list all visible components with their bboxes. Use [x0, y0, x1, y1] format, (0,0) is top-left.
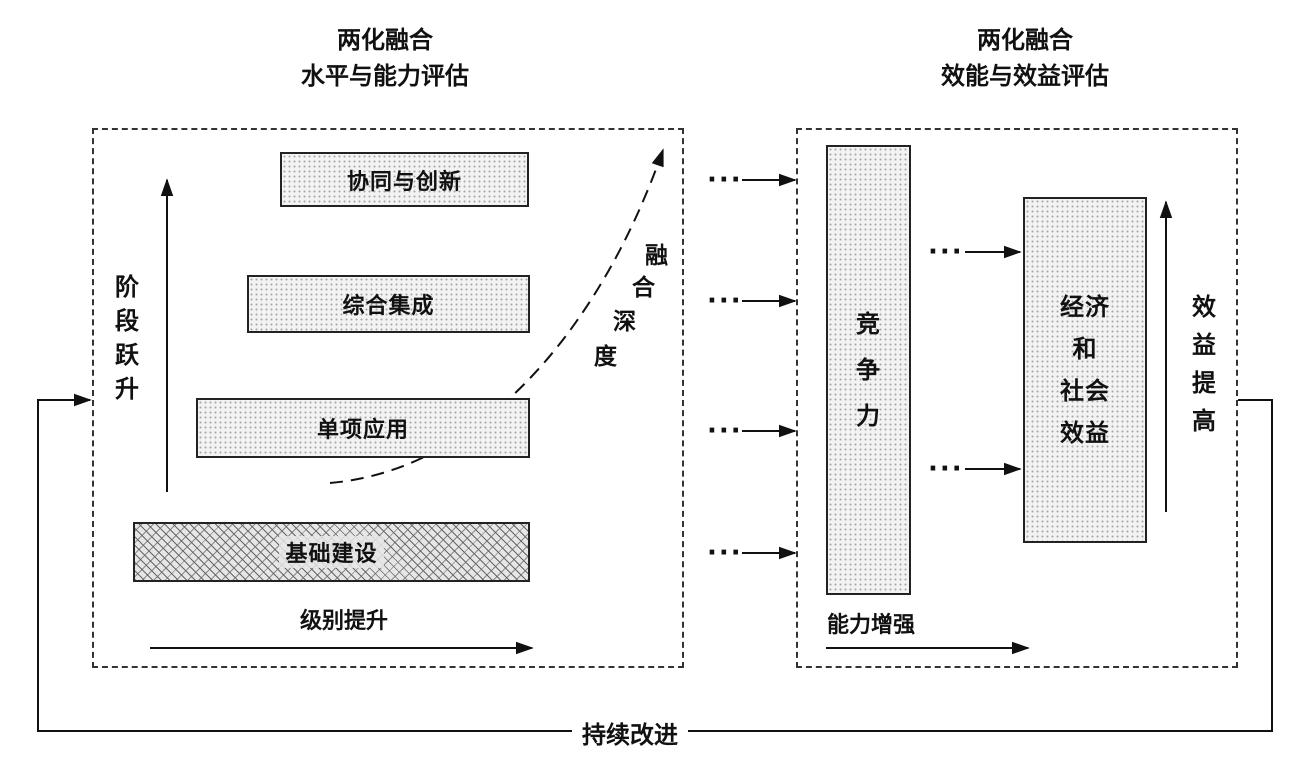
- competitiveness-char-3: 力: [856, 402, 881, 430]
- level-up-label: 级别提升: [300, 609, 389, 634]
- left-title-line2: 水平与能力评估: [301, 62, 469, 90]
- right-evaluation-box: [796, 128, 1238, 668]
- econ-social-line-4: 效益: [1060, 419, 1110, 447]
- benefit-up-label: 效 益 提 高: [1186, 288, 1222, 440]
- econ-social-line-2: 和: [1072, 335, 1098, 363]
- level-collab-innovation-label: 协同与创新: [346, 169, 462, 195]
- right-title-line2: 效能与效益评估: [941, 62, 1109, 90]
- benefit-up-char-4: 高: [1192, 407, 1216, 435]
- depth-char-1: 融: [645, 243, 668, 269]
- competitiveness-label: 竞 争 力: [856, 301, 881, 439]
- left-title: 两化融合 水平与能力评估: [240, 22, 530, 94]
- depth-char-2: 合: [632, 275, 655, 301]
- dots-6: ···: [928, 454, 964, 484]
- left-title-line1: 两化融合: [337, 26, 433, 54]
- depth-char-3: 深: [613, 309, 636, 335]
- competitiveness-char-2: 争: [856, 356, 881, 384]
- dots-1: ···: [707, 165, 743, 195]
- stage-leap-char-2: 段: [115, 307, 139, 335]
- stage-leap-char-3: 跃: [115, 341, 139, 369]
- level-foundation: 基础建设: [133, 522, 530, 582]
- benefit-up-char-1: 效: [1192, 293, 1216, 321]
- level-integrated-label: 综合集成: [342, 294, 435, 319]
- continuous-improvement-label: 持续改进: [572, 715, 688, 750]
- stage-leap-char-4: 升: [115, 375, 139, 403]
- dots-2: ···: [707, 286, 743, 316]
- benefit-up-char-2: 益: [1192, 331, 1216, 359]
- econ-social-line-3: 社会: [1060, 377, 1110, 405]
- stage-leap-char-1: 阶: [115, 273, 139, 301]
- level-collab-innovation: 协同与创新: [280, 152, 529, 207]
- competitiveness-char-1: 竞: [856, 310, 881, 338]
- left-evaluation-box: [92, 128, 684, 668]
- level-foundation-label: 基础建设: [279, 536, 384, 568]
- capability-label: 能力增强: [827, 613, 916, 638]
- economic-social-benefit-box: 经济 和 社会 效益: [1023, 197, 1147, 543]
- econ-social-line-1: 经济: [1060, 293, 1110, 321]
- right-title-line1: 两化融合: [977, 26, 1073, 54]
- competitiveness-box: 竞 争 力: [826, 145, 911, 595]
- benefit-up-char-3: 提: [1192, 369, 1216, 397]
- stage-leap-label: 阶 段 跃 升: [110, 270, 144, 406]
- economic-social-benefit-label: 经济 和 社会 效益: [1060, 286, 1110, 454]
- level-single-application: 单项应用: [196, 398, 530, 458]
- level-integrated: 综合集成: [247, 275, 530, 333]
- right-title: 两化融合 效能与效益评估: [880, 22, 1170, 94]
- dots-5: ···: [928, 237, 964, 267]
- level-single-application-label: 单项应用: [316, 418, 409, 443]
- dots-4: ···: [707, 538, 743, 568]
- dots-3: ···: [707, 416, 743, 446]
- depth-char-4: 度: [594, 344, 617, 370]
